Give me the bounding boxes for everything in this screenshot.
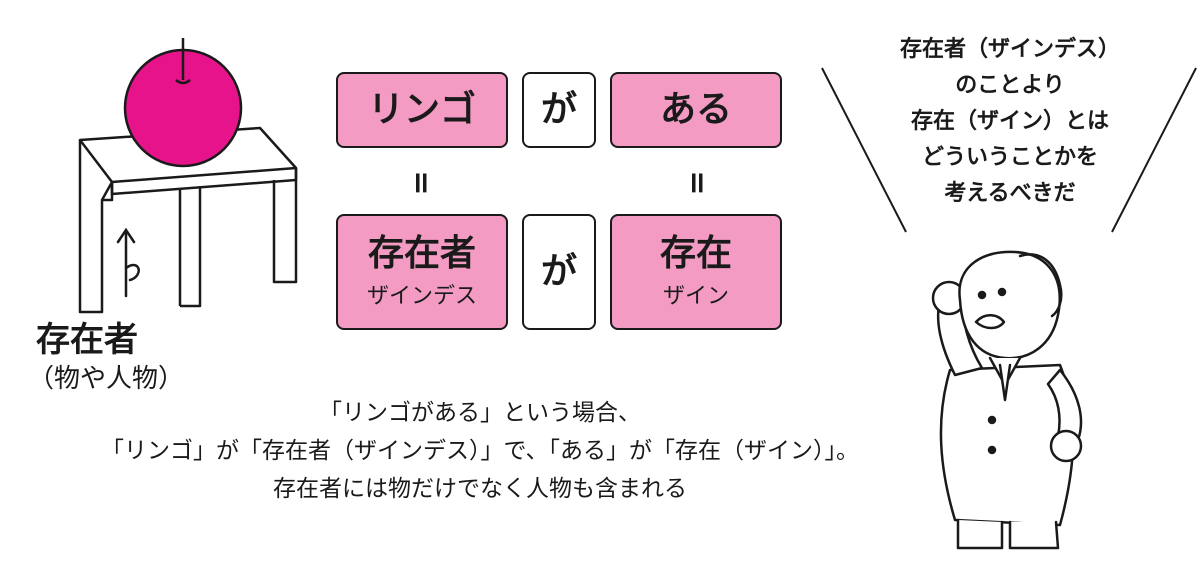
box-ringo: リンゴ	[336, 72, 508, 148]
speech-line: 存在（ザイン）とは	[910, 109, 1109, 134]
caption-line: 「リンゴ」が「存在者（ザインデス）」で、「ある」が「存在（ザイン）」。	[100, 438, 860, 464]
box-sonzaisha-text: 存在者	[367, 233, 476, 275]
speech-line: 存在者（ザインデス）	[899, 37, 1120, 62]
box-ringo-text: リンゴ	[367, 89, 476, 131]
box-aru-text: ある	[659, 89, 732, 131]
box-sonzaisha-sub: ザインデス	[366, 283, 477, 309]
box-ga-top-text: が	[540, 89, 577, 131]
professor-icon	[931, 250, 1083, 550]
caption-line: 存在者には物だけでなく人物も含まれる	[273, 476, 687, 502]
speech-line: のことより	[955, 73, 1065, 98]
caption: 「リンゴがある」という場合、 「リンゴ」が「存在者（ザインデス）」で、「ある」が…	[40, 394, 920, 508]
entity-label: 存在者	[36, 320, 138, 360]
caption-line: 「リンゴがある」という場合、	[319, 400, 641, 426]
speech-text: 存在者（ザインデス） のことより 存在（ザイン）とは どういうことかを 考えるべ…	[860, 32, 1160, 212]
speech-line: どういうことかを	[921, 145, 1098, 170]
entity-sublabel: （物や人物）	[28, 364, 185, 394]
box-sonzaisha: 存在者 ザインデス	[336, 214, 508, 330]
box-sonzai-sub: ザイン	[662, 283, 729, 309]
apple-icon	[123, 38, 243, 168]
box-sonzai-text: 存在	[659, 233, 732, 275]
box-ga-bottom-text: が	[540, 251, 577, 293]
equals-left: =	[403, 170, 439, 196]
box-ga-bottom: が	[522, 214, 596, 330]
box-ga-top: が	[522, 72, 596, 148]
speech-line: 考えるべきだ	[944, 181, 1076, 206]
box-aru: ある	[610, 72, 782, 148]
arrow-icon	[116, 227, 140, 298]
equals-right: =	[679, 170, 715, 196]
box-sonzai: 存在 ザイン	[610, 214, 782, 330]
speech-lines	[821, 67, 1197, 233]
